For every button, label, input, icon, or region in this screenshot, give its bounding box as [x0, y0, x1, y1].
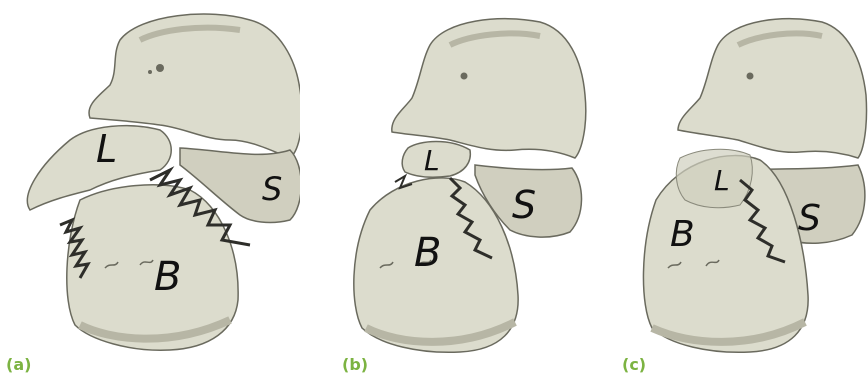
caption-a: (a) [6, 356, 31, 374]
label-L: L [96, 127, 117, 171]
label-L: L [424, 144, 440, 177]
label-B: B [670, 214, 695, 255]
label-B: B [414, 230, 441, 276]
talus-bone [392, 19, 586, 158]
panel-a: L S B (a) [0, 0, 300, 378]
bone-illustration-b: L S B [300, 0, 590, 378]
caption-c: (c) [622, 356, 646, 374]
talus-bone [678, 19, 867, 158]
label-L: L [714, 164, 730, 197]
bone-illustration-a: L S B [0, 0, 300, 378]
panel-c: L S B (c) [590, 0, 868, 378]
bone-illustration-c: L S B [590, 0, 868, 378]
label-S: S [262, 170, 282, 208]
label-B: B [154, 254, 181, 300]
panel-b: L S B (b) [300, 0, 590, 378]
label-S: S [512, 183, 536, 227]
caption-b: (b) [342, 356, 368, 374]
label-S: S [798, 198, 821, 239]
